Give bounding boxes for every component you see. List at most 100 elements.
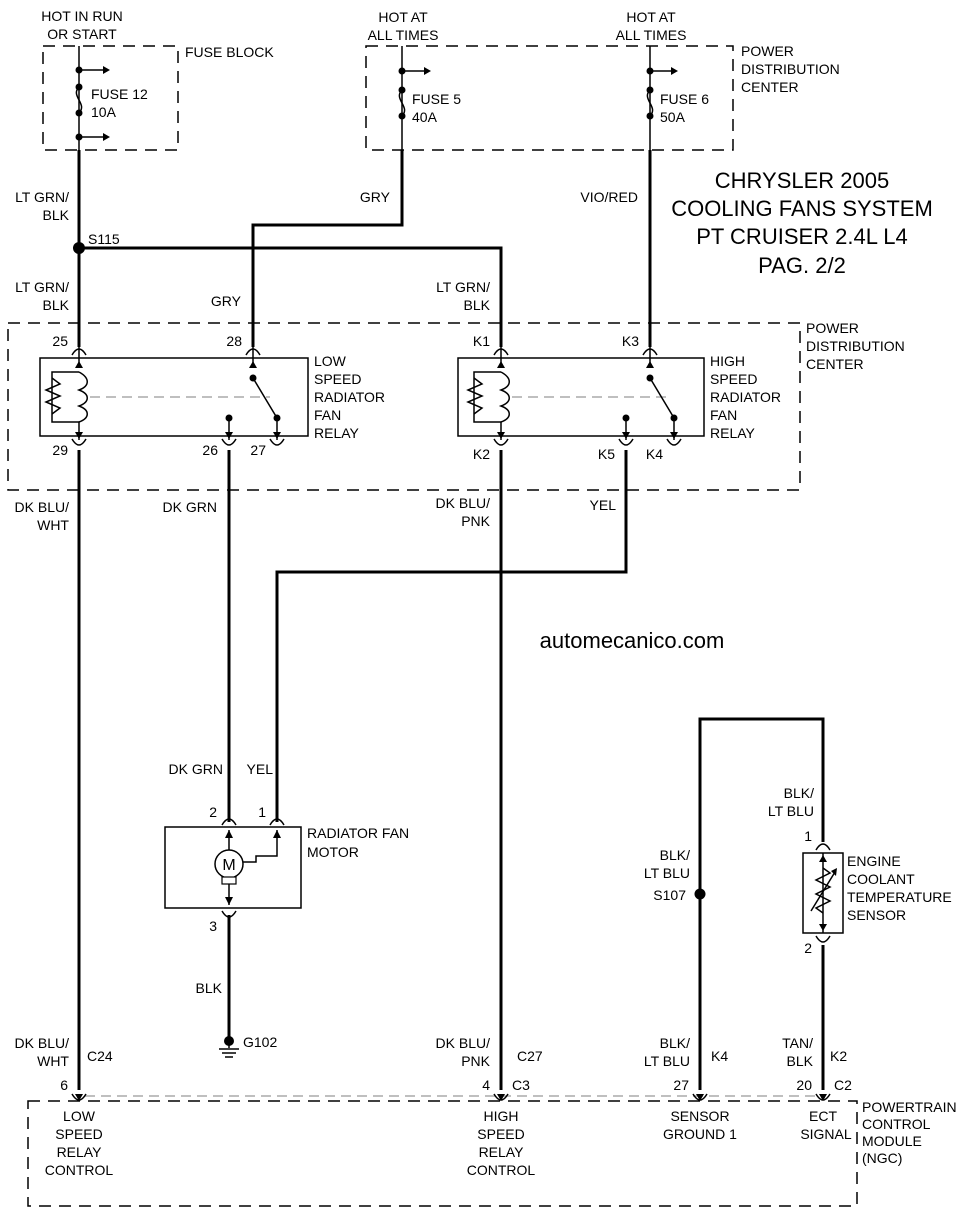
low-relay-label: LOW SPEED RADIATOR FAN RELAY <box>314 353 385 441</box>
wire-yel-2: YEL <box>247 761 274 777</box>
pin-29: 29 <box>52 442 68 458</box>
low-relay-label-5: RELAY <box>314 425 360 441</box>
title-line-2: COOLING FANS SYSTEM <box>671 196 933 221</box>
title-line-4: PAG. 2/2 <box>758 253 846 278</box>
pcm-ect-2: SIGNAL <box>800 1126 852 1142</box>
splice-s115-label: S115 <box>88 231 120 247</box>
pin-k3: K3 <box>622 333 639 349</box>
pcm-module <box>27 1093 858 1207</box>
ect-label-3: TEMPERATURE <box>847 889 952 905</box>
pcm-pin-k4: K4 <box>711 1048 728 1064</box>
fuse12-name: FUSE 12 <box>91 86 148 102</box>
low-relay-label-4: FAN <box>314 407 341 423</box>
wire-lt-grn-blk-3a: LT GRN/ <box>436 279 490 295</box>
source-hot-all-b-line1: HOT AT <box>626 9 676 25</box>
wire-dk-blu-pnk-1a: DK BLU/ <box>436 495 491 511</box>
fuse5-name: FUSE 5 <box>412 91 461 107</box>
pcm-ect-1: ECT <box>809 1108 837 1124</box>
pcm-low-4: CONTROL <box>45 1162 114 1178</box>
high-relay-label-3: RADIATOR <box>710 389 781 405</box>
low-relay-label-2: SPEED <box>314 371 361 387</box>
motor-symbol: M <box>222 857 235 874</box>
wire-dk-blu-wht-1a: DK BLU/ <box>15 499 70 515</box>
pcm-sg-2: GROUND 1 <box>663 1126 737 1142</box>
low-speed-relay <box>39 347 309 446</box>
pcm-pin-20: 20 <box>796 1077 812 1093</box>
upper-wires <box>73 150 652 347</box>
source-hot-run-line2: OR START <box>47 26 117 42</box>
pcm-conn-c24: C24 <box>87 1048 113 1064</box>
wire-dk-blu-pnk-2b: PNK <box>461 1053 490 1069</box>
pcm-ect-signal: ECT SIGNAL <box>800 1108 852 1142</box>
high-relay-label: HIGH SPEED RADIATOR FAN RELAY <box>710 353 781 441</box>
pcm-pin-4: 4 <box>482 1077 490 1093</box>
wire-lt-grn-blk-1b: BLK <box>43 207 70 223</box>
ect-label-1: ENGINE <box>847 853 901 869</box>
ect-pin-2: 2 <box>804 940 812 956</box>
lower-wires <box>77 450 825 1090</box>
pcm-conn-c27: C27 <box>517 1048 543 1064</box>
fuse-block-label: FUSE BLOCK <box>185 44 274 60</box>
fuse-block: FUSE BLOCK FUSE 12 10A <box>42 44 274 151</box>
wire-dk-grn-2: DK GRN <box>169 761 223 777</box>
wire-dk-blu-wht-2b: WHT <box>37 1053 69 1069</box>
ground-g102 <box>219 1036 239 1058</box>
low-relay-label-3: RADIATOR <box>314 389 385 405</box>
pcm-low-2: SPEED <box>55 1126 102 1142</box>
high-speed-relay <box>457 347 705 446</box>
pcm-pin-27: 27 <box>673 1077 689 1093</box>
fuse12-rating: 10A <box>91 104 117 120</box>
wire-blk-motor: BLK <box>196 980 223 996</box>
pin-25: 25 <box>52 333 68 349</box>
wire-vio-red: VIO/RED <box>580 189 638 205</box>
fuse6-rating: 50A <box>660 109 686 125</box>
wire-dk-blu-wht-2a: DK BLU/ <box>15 1035 70 1051</box>
wire-lt-grn-blk-1a: LT GRN/ <box>15 189 69 205</box>
pcm-pin-k2: K2 <box>830 1048 847 1064</box>
pcm-high-4: CONTROL <box>467 1162 536 1178</box>
pin-k2: K2 <box>473 446 490 462</box>
pcm-low-3: RELAY <box>57 1144 103 1160</box>
wire-gry-1: GRY <box>360 189 391 205</box>
wire-dk-grn-1: DK GRN <box>163 499 217 515</box>
pdc-fuse-box: POWER DISTRIBUTION CENTER FUSE 5 40A FUS… <box>365 43 840 151</box>
pin-27: 27 <box>250 442 266 458</box>
wire-lt-grn-blk-2b: BLK <box>43 297 70 313</box>
source-hot-all-a-line1: HOT AT <box>378 9 428 25</box>
pcm-conn-c3: C3 <box>512 1077 530 1093</box>
ect-sensor-label: ENGINE COOLANT TEMPERATURE SENSOR <box>847 853 952 923</box>
wire-lt-grn-blk-3b: BLK <box>464 297 491 313</box>
ect-sensor <box>802 843 844 943</box>
wire-blk-ltblu-2a: BLK/ <box>660 847 690 863</box>
pdc-top-label-3: CENTER <box>741 79 799 95</box>
wire-blk-ltblu-3b: LT BLU <box>644 1053 690 1069</box>
pcm-conn-c2: C2 <box>834 1077 852 1093</box>
pin-k4: K4 <box>646 446 663 462</box>
ground-g102-label: G102 <box>243 1034 277 1050</box>
pcm-pin-6: 6 <box>60 1077 68 1093</box>
splice-s107-dot <box>694 888 706 900</box>
pcm-label-3: MODULE <box>862 1133 922 1149</box>
pdc-relay-label-1: POWER <box>806 320 859 336</box>
ect-label-4: SENSOR <box>847 907 906 923</box>
watermark-text: automecanico.com <box>540 628 725 653</box>
pin-k1: K1 <box>473 333 490 349</box>
high-relay-label-4: FAN <box>710 407 737 423</box>
pin-26: 26 <box>202 442 218 458</box>
pcm-label-1: POWERTRAIN <box>862 1099 957 1115</box>
wire-yel-1: YEL <box>590 497 617 513</box>
wire-dk-blu-pnk-2a: DK BLU/ <box>436 1035 491 1051</box>
pdc-top-label-2: DISTRIBUTION <box>741 61 840 77</box>
wire-dk-blu-wht-1b: WHT <box>37 517 69 533</box>
pdc-relay-label-3: CENTER <box>806 356 864 372</box>
ect-pin-1: 1 <box>804 828 812 844</box>
high-relay-label-5: RELAY <box>710 425 756 441</box>
ect-label-2: COOLANT <box>847 871 915 887</box>
source-hot-all-b-line2: ALL TIMES <box>616 27 687 43</box>
fuse6-name: FUSE 6 <box>660 91 709 107</box>
pcm-high-2: SPEED <box>477 1126 524 1142</box>
fuse5-rating: 40A <box>412 109 438 125</box>
source-hot-all-a-line2: ALL TIMES <box>368 27 439 43</box>
motor-label-2: MOTOR <box>307 844 359 860</box>
pin-28: 28 <box>226 333 242 349</box>
